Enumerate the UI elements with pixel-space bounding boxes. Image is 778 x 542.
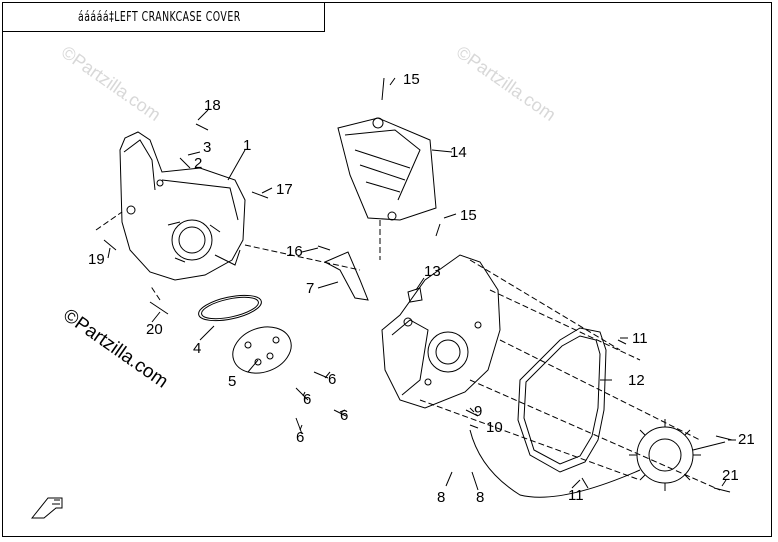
callout-14: 14 [450, 144, 467, 161]
callout-1: 1 [243, 137, 251, 154]
callout-19: 19 [88, 251, 105, 268]
callout-6a: 6 [328, 371, 336, 388]
callout-4: 4 [193, 340, 201, 357]
bolts [103, 77, 733, 493]
callout-18: 18 [204, 97, 221, 114]
callout-21b: 21 [722, 467, 739, 484]
callout-11b: 11 [568, 487, 584, 504]
callout-17: 17 [276, 181, 293, 198]
callout-6c: 6 [340, 407, 348, 424]
callout-16: 16 [286, 243, 303, 260]
diagram-title: ááááá‡LEFT CRANKCASE COVER [78, 10, 241, 25]
stator-part [629, 419, 726, 491]
callout-8b: 8 [476, 489, 484, 506]
callout-15b: 15 [460, 207, 477, 224]
callout-9: 9 [474, 403, 482, 420]
callout-13: 13 [424, 263, 441, 280]
watermark-1: ©Partzilla.com [58, 42, 165, 125]
callout-6b: 6 [303, 391, 311, 408]
callout-11a: 11 [632, 330, 648, 347]
front-arrow-icon [30, 497, 63, 519]
callout-8a: 8 [437, 489, 445, 506]
gasket-part [517, 327, 607, 473]
callout-3: 3 [203, 139, 211, 156]
callout-15a: 15 [403, 71, 420, 88]
callout-10: 10 [486, 419, 503, 436]
o-ring-part [198, 294, 262, 322]
guard-cover-part [337, 117, 437, 221]
callout-2: 2 [194, 155, 202, 172]
callout-12: 12 [628, 372, 645, 389]
diagram-frame [2, 2, 772, 537]
callout-6d: 6 [296, 429, 304, 446]
watermark-2: ©Partzilla.com [453, 42, 560, 125]
assembly-lines [95, 211, 721, 491]
callout-21a: 21 [738, 431, 755, 448]
stator-housing-part [381, 254, 501, 409]
callout-5: 5 [228, 373, 236, 390]
crankcase-cover-part [119, 131, 246, 281]
callout-20: 20 [146, 321, 163, 338]
callout-7: 7 [306, 280, 314, 297]
title-box: ááááá‡LEFT CRANKCASE COVER [2, 2, 325, 32]
wire-harness [469, 429, 641, 498]
bracket-part [323, 251, 369, 301]
cap-plate-part [232, 326, 292, 374]
